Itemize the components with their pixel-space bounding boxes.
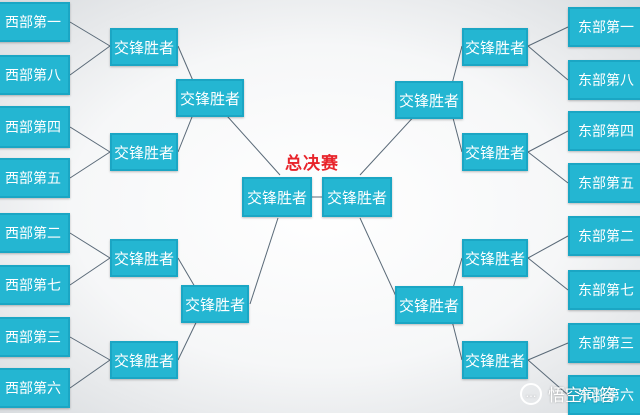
west-r2-winner-2: 交锋胜者	[110, 133, 178, 171]
team-west-6: 西部第六	[0, 368, 70, 408]
team-west-5: 西部第五	[0, 158, 70, 198]
team-east-8: 东部第八	[568, 60, 640, 100]
final-west-winner: 交锋胜者	[242, 177, 312, 217]
team-west-3: 西部第三	[0, 317, 70, 357]
team-east-7: 东部第七	[568, 270, 640, 310]
west-r2-winner-1: 交锋胜者	[110, 28, 178, 66]
team-east-2: 东部第二	[568, 216, 640, 256]
team-west-2: 西部第二	[0, 213, 70, 253]
east-r2-winner-4: 交锋胜者	[462, 341, 528, 379]
west-r3-winner-1: 交锋胜者	[176, 79, 244, 117]
west-r2-winner-4: 交锋胜者	[110, 341, 178, 379]
east-r2-winner-3: 交锋胜者	[462, 239, 528, 277]
team-east-5: 东部第五	[568, 163, 640, 203]
west-r3-winner-2: 交锋胜者	[181, 285, 249, 323]
team-east-6: 东部第六	[568, 375, 640, 415]
watermark-text: 悟空问答	[548, 386, 616, 406]
team-west-7: 西部第七	[0, 265, 70, 305]
east-r3-winner-2: 交锋胜者	[395, 286, 463, 324]
west-r2-winner-3: 交锋胜者	[110, 239, 178, 277]
final-label: 总决赛	[285, 154, 339, 174]
team-west-4: 西部第四	[0, 106, 70, 148]
team-west-1: 西部第一	[0, 2, 70, 42]
team-east-3: 东部第三	[568, 323, 640, 363]
team-east-4: 东部第四	[568, 111, 640, 151]
final-east-winner: 交锋胜者	[322, 177, 392, 217]
team-west-8: 西部第八	[0, 55, 70, 95]
east-r3-winner-1: 交锋胜者	[395, 81, 463, 119]
east-r2-winner-2: 交锋胜者	[462, 133, 528, 171]
team-east-1: 东部第一	[568, 7, 640, 47]
watermark: … 悟空问答	[520, 374, 640, 413]
east-r2-winner-1: 交锋胜者	[462, 28, 528, 66]
chat-bubble-icon: …	[520, 382, 542, 405]
